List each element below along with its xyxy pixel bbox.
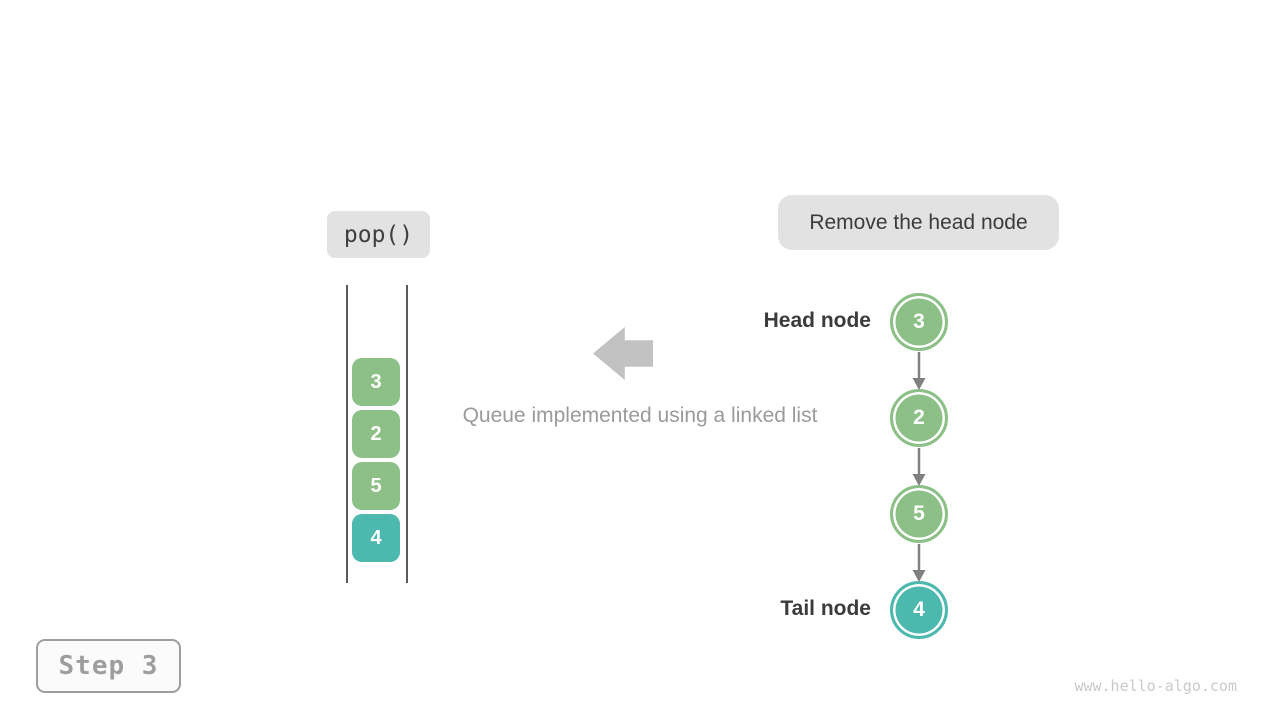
stack-wall-right	[406, 285, 408, 583]
tail-node-label: Tail node	[780, 597, 871, 620]
down-arrow-icon	[909, 544, 929, 582]
stack-wall-left	[346, 285, 348, 583]
list-node: 2	[890, 389, 948, 447]
stack-item: 3	[352, 358, 400, 406]
watermark-text: www.hello-algo.com	[1074, 677, 1237, 695]
list-node: 4	[890, 581, 948, 639]
list-node: 3	[890, 293, 948, 351]
stack-item: 4	[352, 514, 400, 562]
left-block-arrow-icon	[593, 327, 653, 380]
pop-operation-badge: pop()	[327, 211, 430, 258]
annotation-badge: Remove the head node	[778, 195, 1059, 250]
stack-item: 2	[352, 410, 400, 458]
list-node: 5	[890, 485, 948, 543]
step-indicator: Step 3	[36, 639, 181, 693]
caption-text: Queue implemented using a linked list	[462, 404, 818, 427]
down-arrow-icon	[909, 352, 929, 390]
down-arrow-icon	[909, 448, 929, 486]
head-node-label: Head node	[763, 309, 871, 332]
stack-item: 5	[352, 462, 400, 510]
